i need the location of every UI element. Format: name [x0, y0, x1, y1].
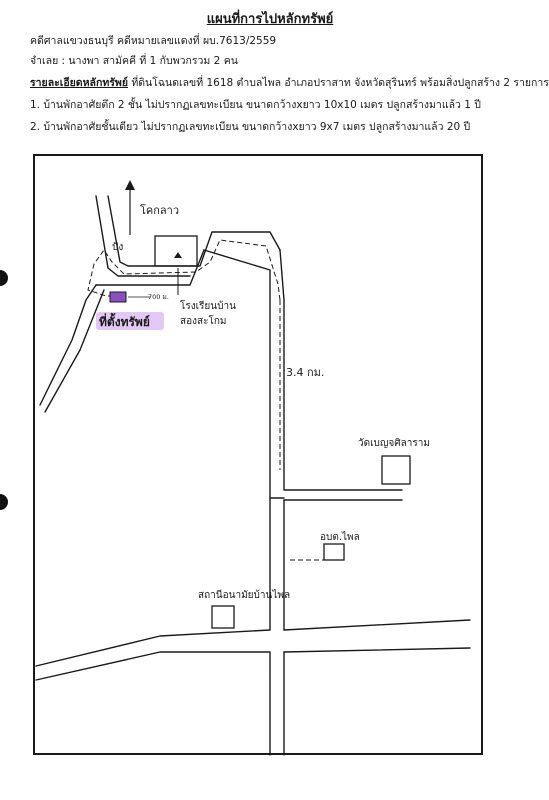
court-case-line: คดีศาลแขวงธนบุรี คดีหมายเลขแดงที่ ผบ.761…	[30, 35, 277, 47]
label-temple: วัดเบญจศิลาราม	[358, 438, 430, 449]
label-property: ที่ตั้งทรัพย์	[99, 312, 150, 329]
document-header: แผนที่การไปหลักทรัพย์ คดีศาลแขวงธนบุรี ค…	[0, 0, 549, 140]
road-junction-edge	[95, 249, 205, 286]
property-marker	[109, 291, 127, 303]
bottom-road-east-lower	[283, 647, 471, 653]
road-loop-top-edge	[127, 231, 281, 267]
main-road-east-edge-a	[279, 249, 403, 491]
bottom-road-east-upper	[283, 619, 471, 631]
property-label-highlight	[96, 312, 164, 330]
road-west-edge-a	[39, 284, 97, 406]
label-health-station: สถานีอนามัยบ้านไพล	[198, 589, 290, 601]
bottom-road-west-lower	[35, 651, 271, 756]
label-distance: 3.4 กม.	[286, 366, 324, 379]
debtor-line: จำเลย : นางพา สามัคคี ที่ 1 กับพวกรวม 2 …	[30, 55, 238, 67]
label-pang: ปัง	[112, 242, 123, 253]
road-upper-right-edge	[107, 195, 129, 267]
property-detail-text: ที่ดินโฉนดเลขที่ 1618 ตำบลไพล อำเภอปราสา…	[127, 77, 549, 89]
binder-hole-top	[0, 270, 8, 286]
binder-hole-bottom	[0, 494, 8, 510]
label-khok-lao: โคกลาว	[140, 203, 179, 217]
road-upper-left-edge	[95, 195, 191, 277]
main-road-west-edge	[203, 249, 271, 631]
property-detail-label: รายละเอียดหลักทรัพย์	[30, 77, 128, 89]
north-arrow-icon	[125, 180, 135, 190]
label-700m: 700 ม.	[148, 293, 169, 301]
sao-building	[323, 543, 345, 561]
school-pointer-arrow-icon	[174, 252, 182, 258]
health-station-building	[211, 605, 235, 629]
page-title: แผนที่การไปหลักทรัพย์	[206, 12, 334, 27]
property-detail-line: รายละเอียดหลักทรัพย์ ที่ดินโฉนดเลขที่ 16…	[30, 74, 549, 91]
bottom-road-west-upper	[35, 629, 271, 667]
building-item-1: 1. บ้านพักอาศัยตึก 2 ชั้น ไม่ปรากฏเลขทะเ…	[30, 99, 481, 111]
temple-building	[381, 455, 411, 485]
label-school-line-1: โรงเรียนบ้าน	[180, 299, 236, 312]
building-item-2: 2. บ้านพักอาศัยชั้นเดียว ไม่ปรากฏเลขทะเบ…	[30, 121, 471, 133]
road-west-edge-b	[44, 289, 105, 413]
route-dashed-upper	[87, 239, 281, 301]
road-network	[35, 195, 471, 756]
map-frame	[33, 154, 483, 755]
label-school-line-2: สองสะโกม	[180, 314, 226, 327]
label-sao: อบต.ไพล	[320, 531, 360, 543]
school-building	[154, 235, 198, 267]
